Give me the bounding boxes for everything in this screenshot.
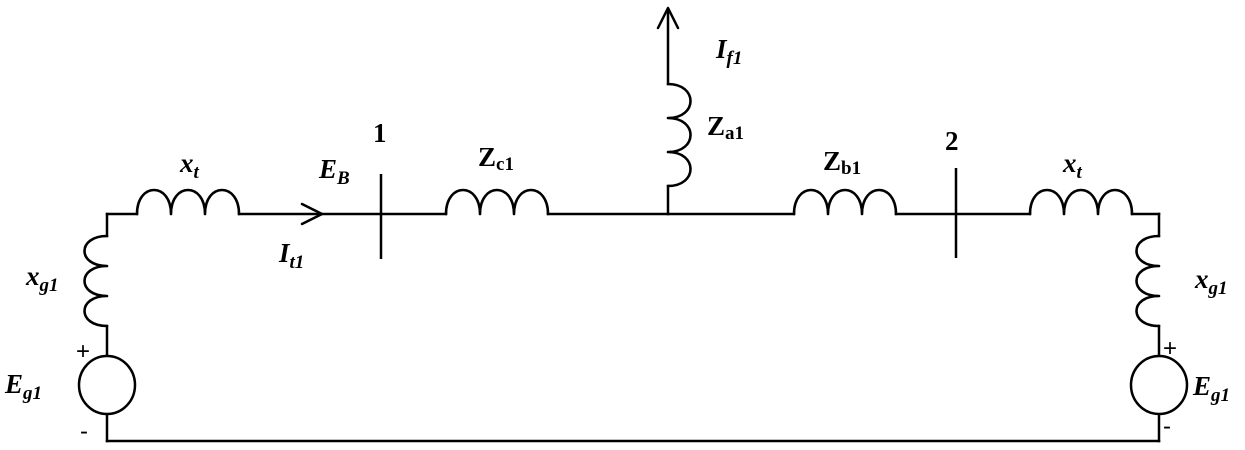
label-xg1-left: xg1	[25, 261, 59, 296]
inductor-xg1-left	[83, 234, 109, 328]
label-zb1: Zb1	[823, 146, 861, 179]
polarity-plus-right: +	[1163, 335, 1177, 362]
polarity-minus-left: -	[80, 418, 88, 445]
bus-label-2: 2	[945, 126, 959, 156]
inductor-zb1	[792, 188, 898, 216]
inductor-za1	[666, 82, 692, 188]
label-if1: If1	[715, 34, 742, 69]
inductor-xg1-right	[1135, 234, 1161, 328]
label-it1: It1	[278, 238, 304, 273]
wires	[105, 8, 1161, 443]
polarity-minus-right: -	[1163, 413, 1171, 440]
label-xt-right: xt	[1062, 148, 1083, 183]
inductors	[83, 82, 1161, 328]
generator-source-left	[77, 354, 137, 416]
label-zc1: Zc1	[478, 142, 514, 175]
label-eg1-left: Eg1	[4, 369, 42, 404]
label-za1: Za1	[707, 111, 744, 144]
label-eg1-right: Eg1	[1192, 371, 1230, 406]
current-arrow-if1	[656, 6, 680, 30]
label-eb: EB	[318, 154, 350, 189]
label-xg1-right: xg1	[1194, 264, 1228, 299]
inductor-zc1	[444, 188, 550, 216]
generator-source-right	[1129, 354, 1189, 416]
bus-label-1: 1	[373, 118, 387, 148]
inductor-xt-left	[135, 188, 241, 216]
inductor-xt-right	[1028, 188, 1134, 216]
polarity-plus-left: +	[76, 338, 90, 365]
label-xt-left: xt	[179, 148, 200, 183]
current-arrow-it1	[300, 202, 324, 226]
